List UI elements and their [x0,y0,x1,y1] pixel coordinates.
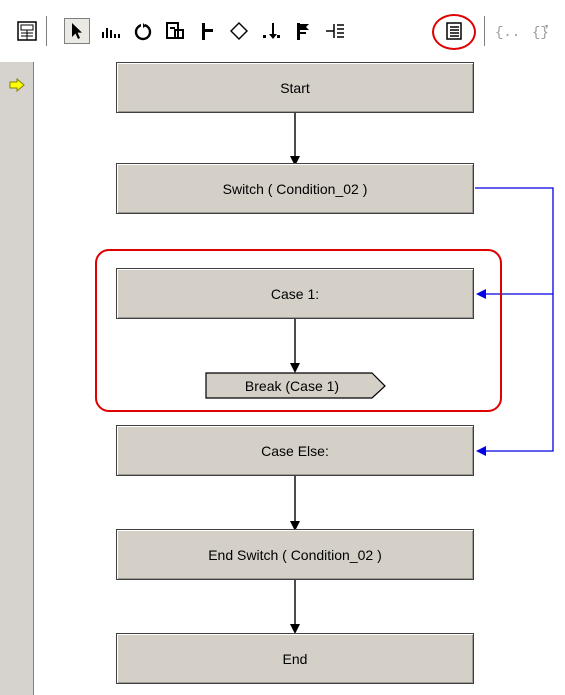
left-gutter [0,62,33,695]
node-end[interactable]: End [116,633,474,684]
gutter-border [33,62,34,695]
current-step-arrow-icon [9,78,25,92]
node-end-label: End [282,650,308,667]
node-switch[interactable]: Switch ( Condition_02 ) [116,163,474,214]
break-node-shape [205,372,386,399]
flag-icon[interactable] [290,18,316,44]
node-case-else-label: Case Else: [261,442,329,459]
node-end-switch[interactable]: End Switch ( Condition_02 ) [116,529,474,580]
node-start-label: Start [280,79,310,96]
branch-to-case-else [475,187,554,456]
pointer-arrow-icon[interactable] [64,18,90,44]
node-start[interactable]: Start [116,62,474,113]
node-switch-label: Switch ( Condition_02 ) [222,180,368,197]
branch-icon[interactable] [194,18,220,44]
call-block-icon[interactable] [162,18,188,44]
sequence-icon[interactable] [98,18,124,44]
svg-text:{}: {} [532,25,549,41]
node-break-label: Break (Case 1) [244,377,340,394]
case1-highlight-box [95,249,502,412]
exception-icon: {} [528,18,554,44]
switch-button-highlight-circle [432,14,476,50]
decision-diamond-icon[interactable] [226,18,252,44]
node-end-switch-label: End Switch ( Condition_02 ) [208,546,382,563]
case-list-icon[interactable] [322,18,348,44]
node-case-else[interactable]: Case Else: [116,425,474,476]
loop-icon[interactable] [130,18,156,44]
svg-text:{..}: {..} [495,25,520,41]
node-case1-label: Case 1: [270,285,320,302]
node-break-case1[interactable]: Break (Case 1) [206,373,378,398]
properties-icon[interactable] [14,18,40,44]
toolbar: {..} {} [0,0,565,62]
parallel-icon[interactable] [258,18,284,44]
node-case1[interactable]: Case 1: [116,268,474,319]
toolbar-separator [484,16,486,46]
toolbar-separator [46,16,48,46]
braces-icon: {..} [494,18,520,44]
